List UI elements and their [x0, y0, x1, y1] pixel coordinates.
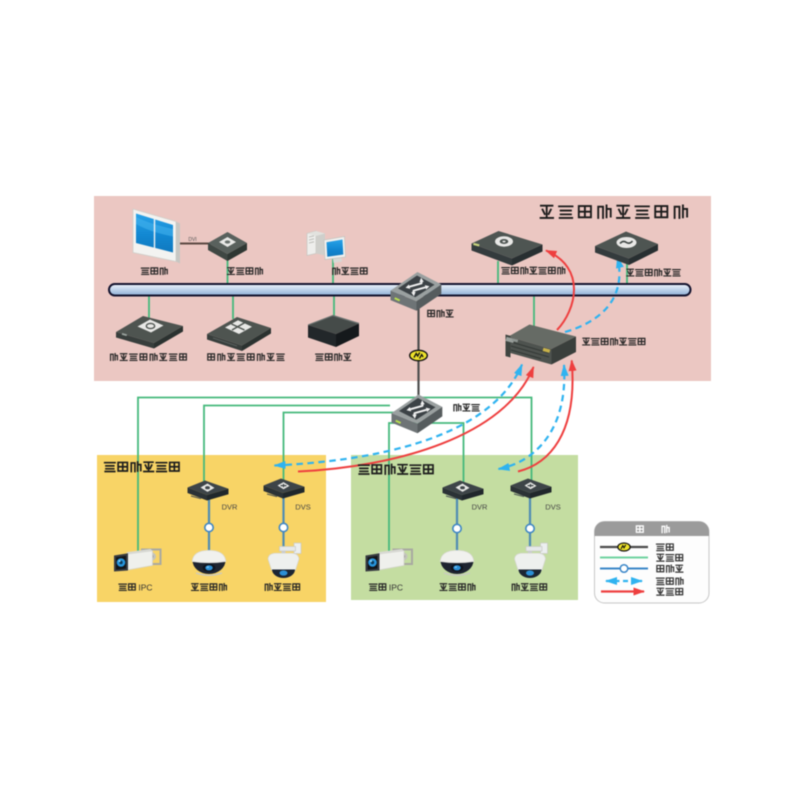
- svg-text:DVR: DVR: [222, 503, 238, 512]
- svg-text:DVI: DVI: [188, 237, 196, 243]
- svg-text:DVS: DVS: [295, 503, 310, 512]
- svg-text:DVS: DVS: [545, 503, 560, 512]
- svg-text:IPC: IPC: [389, 583, 403, 593]
- svg-text:DVR: DVR: [472, 503, 488, 512]
- svg-text:IPC: IPC: [138, 583, 152, 593]
